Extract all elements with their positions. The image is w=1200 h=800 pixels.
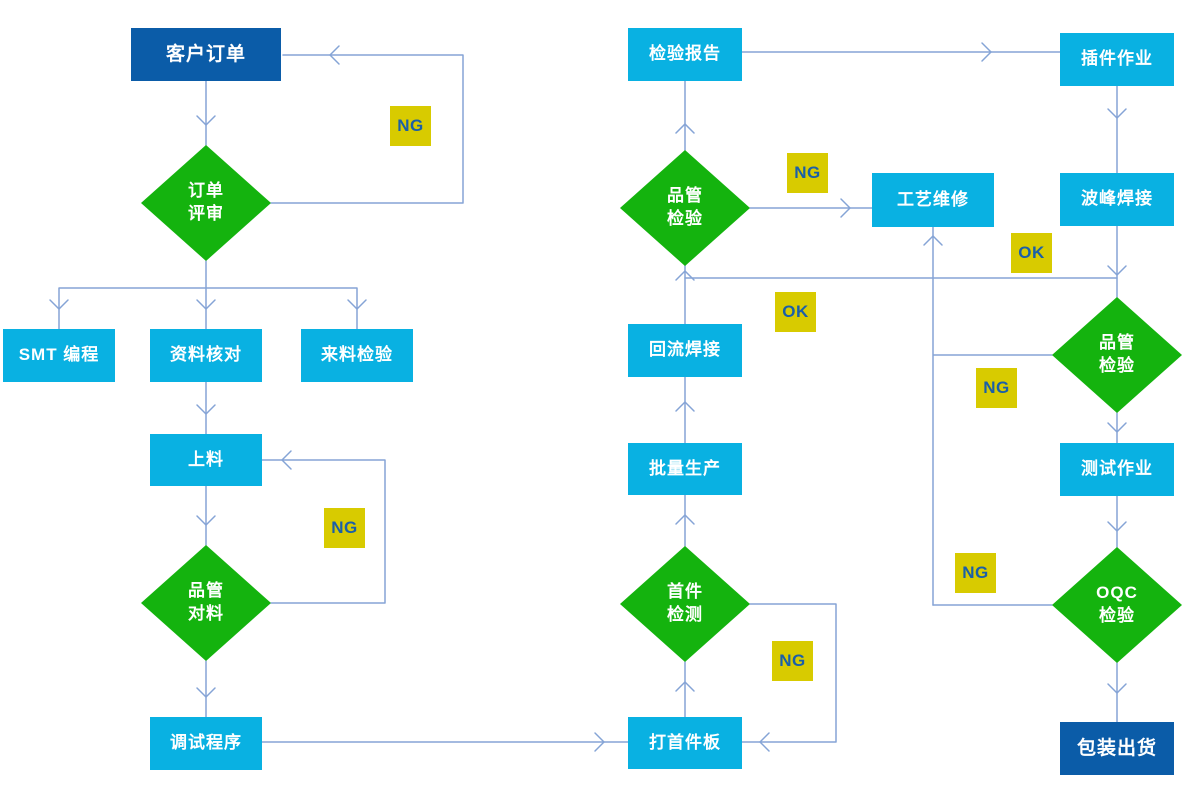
- arrow-firstboard-to-fai: [675, 681, 695, 692]
- arrow-qcdip-to-test: [1107, 422, 1127, 433]
- edge-qcmat-ng-loop: [261, 459, 386, 604]
- node-plugin-operation: 插件作业: [1060, 33, 1174, 86]
- edge-label-ok-wave: OK: [1011, 233, 1052, 273]
- arrow-wave-to-qcdip: [1107, 265, 1127, 276]
- edge-qcdip-ng: [932, 226, 1053, 606]
- arrow-report-to-plugin: [981, 42, 992, 62]
- arrow-qcmat-ng-loop: [281, 450, 292, 470]
- arrow-reflow-to-qcsmt: [675, 270, 695, 281]
- edge-fai-ng-loop: [741, 603, 837, 743]
- arrow-loading-to-qcmat: [196, 515, 216, 526]
- node-smt-programming: SMT 编程: [3, 329, 115, 382]
- arrow-test-to-oqc: [1107, 521, 1127, 532]
- edge-review-split: [58, 260, 358, 330]
- arrow-oqc-to-packing: [1107, 683, 1127, 694]
- edge-label-ng-qc-smt: NG: [787, 153, 828, 193]
- arrow-check-to-loading: [196, 404, 216, 415]
- node-debug-program: 调试程序: [150, 717, 262, 770]
- node-packing-shipping: 包装出货: [1060, 722, 1174, 775]
- node-material-loading: 上料: [150, 434, 262, 486]
- node-wave-soldering: 波峰焊接: [1060, 173, 1174, 226]
- arrow-split-incoming: [347, 299, 367, 310]
- arrow-split-check: [196, 299, 216, 310]
- arrow-plugin-to-wave: [1107, 108, 1127, 119]
- node-incoming-inspection: 来料检验: [301, 329, 413, 382]
- node-customer-order: 客户订单: [131, 28, 281, 81]
- arrow-fai-to-batch: [675, 514, 695, 525]
- edge-label-ng-order-review: NG: [390, 106, 431, 146]
- edge-label-ng-first-article: NG: [772, 641, 813, 681]
- edge-label-ng-material-check: NG: [324, 508, 365, 548]
- arrow-split-smt: [49, 299, 69, 310]
- edge-label-ng-qc-dip: NG: [976, 368, 1017, 408]
- edge-label-ok-reflow: OK: [775, 292, 816, 332]
- arrow-debug-to-firstboard: [594, 732, 605, 752]
- node-inspection-report: 检验报告: [628, 28, 742, 81]
- node-test-operation: 测试作业: [1060, 443, 1174, 496]
- arrow-qcsmt-ng-repair: [840, 198, 851, 218]
- node-process-repair: 工艺维修: [872, 173, 994, 227]
- arrow-order-to-review: [196, 115, 216, 126]
- arrow-qcmat-to-debug: [196, 687, 216, 698]
- arrow-review-ng-loop: [329, 45, 340, 65]
- node-first-board: 打首件板: [628, 717, 742, 769]
- arrow-ng-to-repair: [923, 235, 943, 246]
- arrow-fai-ng-loop: [759, 732, 770, 752]
- node-batch-production: 批量生产: [628, 443, 742, 495]
- edge-label-ng-oqc: NG: [955, 553, 996, 593]
- edge-review-ng-loop: [270, 54, 464, 204]
- node-reflow-soldering: 回流焊接: [628, 324, 742, 377]
- arrow-batch-to-reflow: [675, 401, 695, 412]
- arrow-qcsmt-to-report: [675, 123, 695, 134]
- node-data-check: 资料核对: [150, 329, 262, 382]
